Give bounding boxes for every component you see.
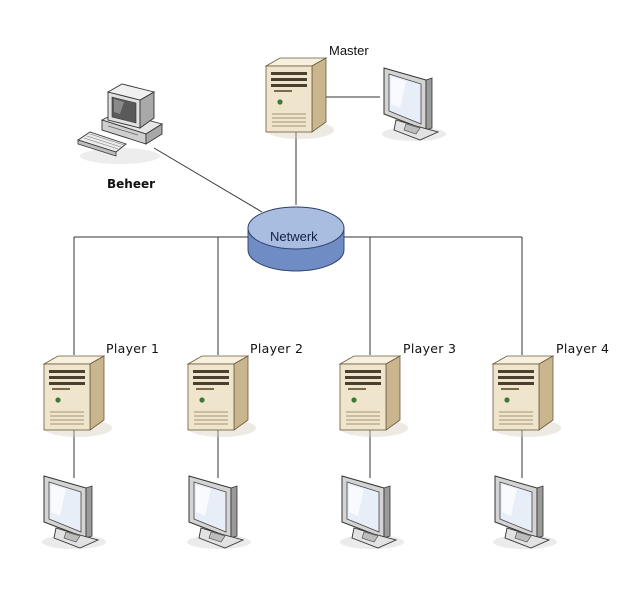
master-label: Master xyxy=(329,43,369,58)
beheer-label: Beheer xyxy=(107,177,156,191)
player4-label: Player 4 xyxy=(556,341,610,356)
master-monitor-icon xyxy=(381,67,447,142)
player3-server-icon xyxy=(339,355,409,438)
player4-monitor-icon xyxy=(492,475,558,550)
player1-server-icon xyxy=(43,355,113,438)
player1-monitor-icon xyxy=(41,475,107,550)
player2-monitor-icon xyxy=(186,475,252,550)
link-beheer-network xyxy=(153,147,263,213)
workstation-icon xyxy=(76,83,164,164)
player3-monitor-icon xyxy=(339,475,405,550)
network-hub-icon xyxy=(247,206,345,272)
player2-server-icon xyxy=(187,355,257,438)
player1-label: Player 1 xyxy=(106,341,160,356)
player2-label: Player 2 xyxy=(250,341,304,356)
master-server-icon xyxy=(265,57,335,140)
network-label: Netwerk xyxy=(270,229,318,244)
player4-server-icon xyxy=(492,355,562,438)
player3-label: Player 3 xyxy=(403,341,457,356)
